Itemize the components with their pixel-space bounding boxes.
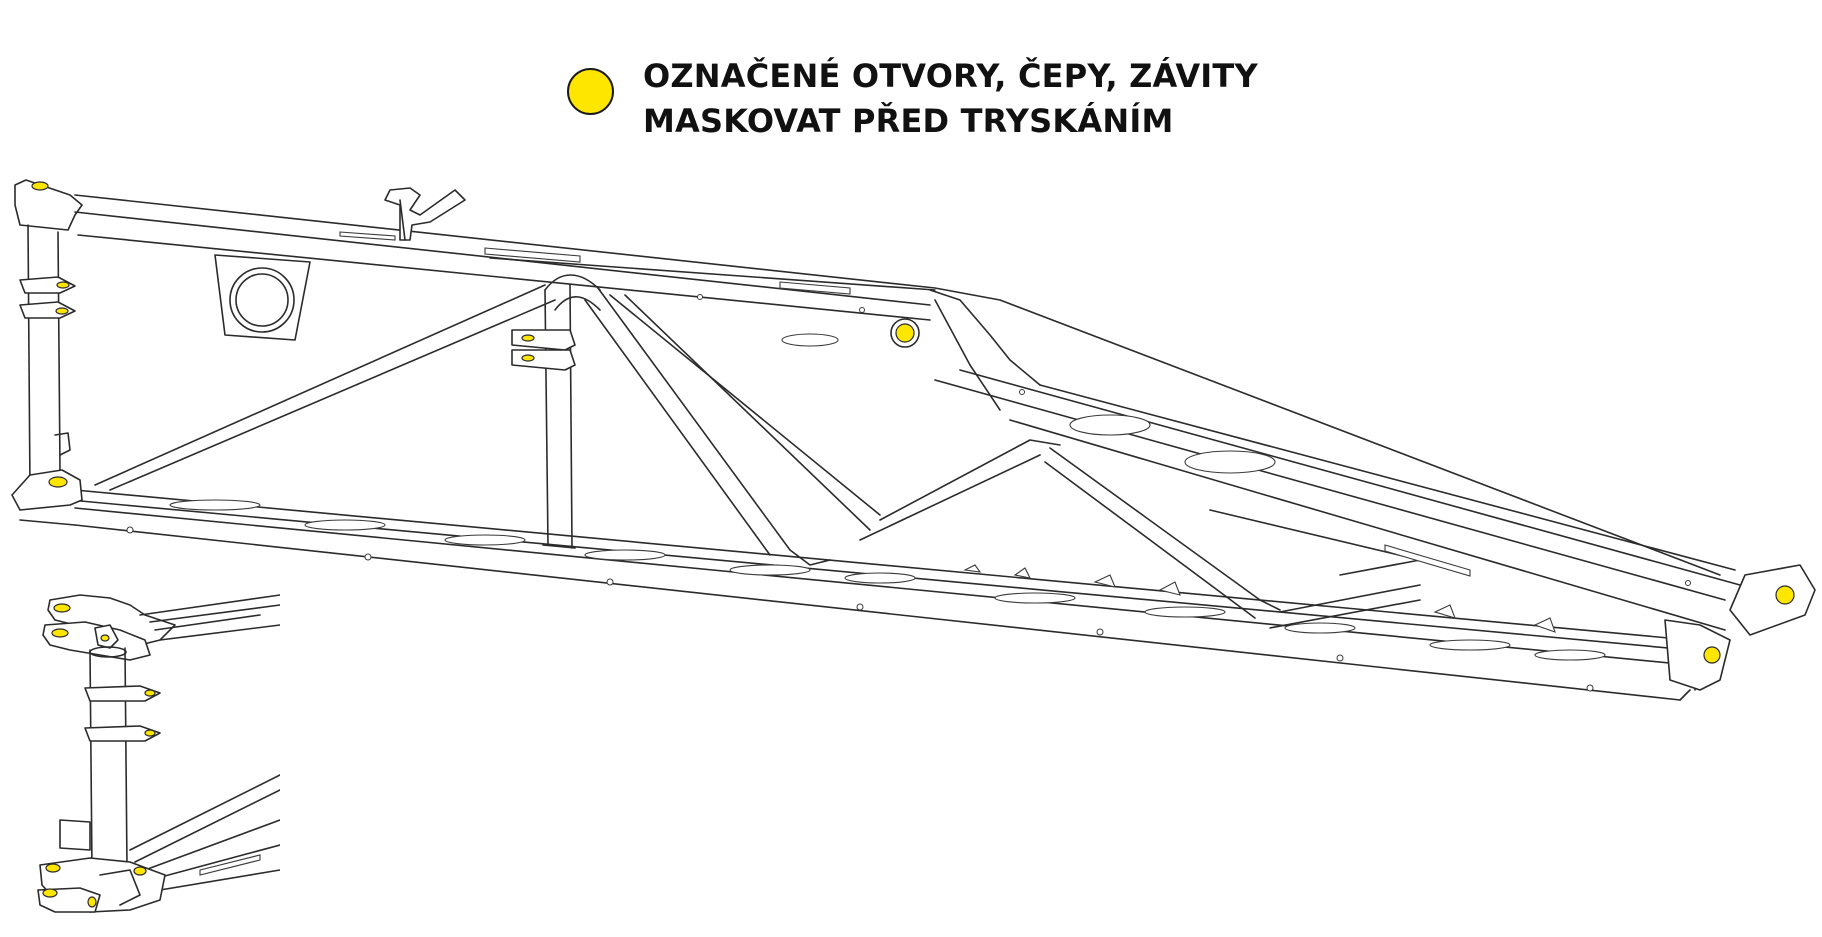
masked-hole xyxy=(895,323,915,343)
masked-hole xyxy=(55,307,69,315)
right-end-cap-upper xyxy=(1729,564,1816,636)
masked-hole xyxy=(48,476,68,488)
masked-hole xyxy=(100,634,110,642)
masked-hole xyxy=(521,354,535,362)
masked-hole xyxy=(45,863,61,873)
masked-hole xyxy=(133,866,147,876)
legend-line-2: MASKOVAT PŘED TRYSKÁNÍM xyxy=(643,102,1174,140)
lifting-lug xyxy=(384,187,466,241)
masked-hole xyxy=(51,628,69,638)
bottom-chord xyxy=(19,489,1696,691)
boom-truss-frame xyxy=(11,179,1816,701)
masked-hole xyxy=(521,334,535,342)
masked-hole xyxy=(42,888,58,898)
round-opening-plate xyxy=(214,254,311,341)
masked-hole xyxy=(144,729,156,737)
masked-hole xyxy=(56,281,70,289)
legend-text: OZNAČENÉ OTVORY, ČEPY, ZÁVITY MASKOVAT P… xyxy=(643,54,1258,144)
masked-hole xyxy=(1703,646,1721,664)
left-column xyxy=(27,224,31,491)
masked-hole xyxy=(53,603,71,613)
masked-hole xyxy=(87,896,97,908)
masking-legend: OZNAČENÉ OTVORY, ČEPY, ZÁVITY MASKOVAT P… xyxy=(567,54,1258,144)
masked-hole xyxy=(1775,585,1795,605)
top-chord xyxy=(74,194,1721,576)
masked-hole xyxy=(144,689,156,697)
right-end-cap-lower xyxy=(1664,619,1731,691)
legend-line-1: OZNAČENÉ OTVORY, ČEPY, ZÁVITY xyxy=(643,57,1258,95)
yellow-marker-icon xyxy=(567,68,614,115)
masked-hole xyxy=(31,181,49,191)
boom-hinge-detail xyxy=(37,594,280,913)
